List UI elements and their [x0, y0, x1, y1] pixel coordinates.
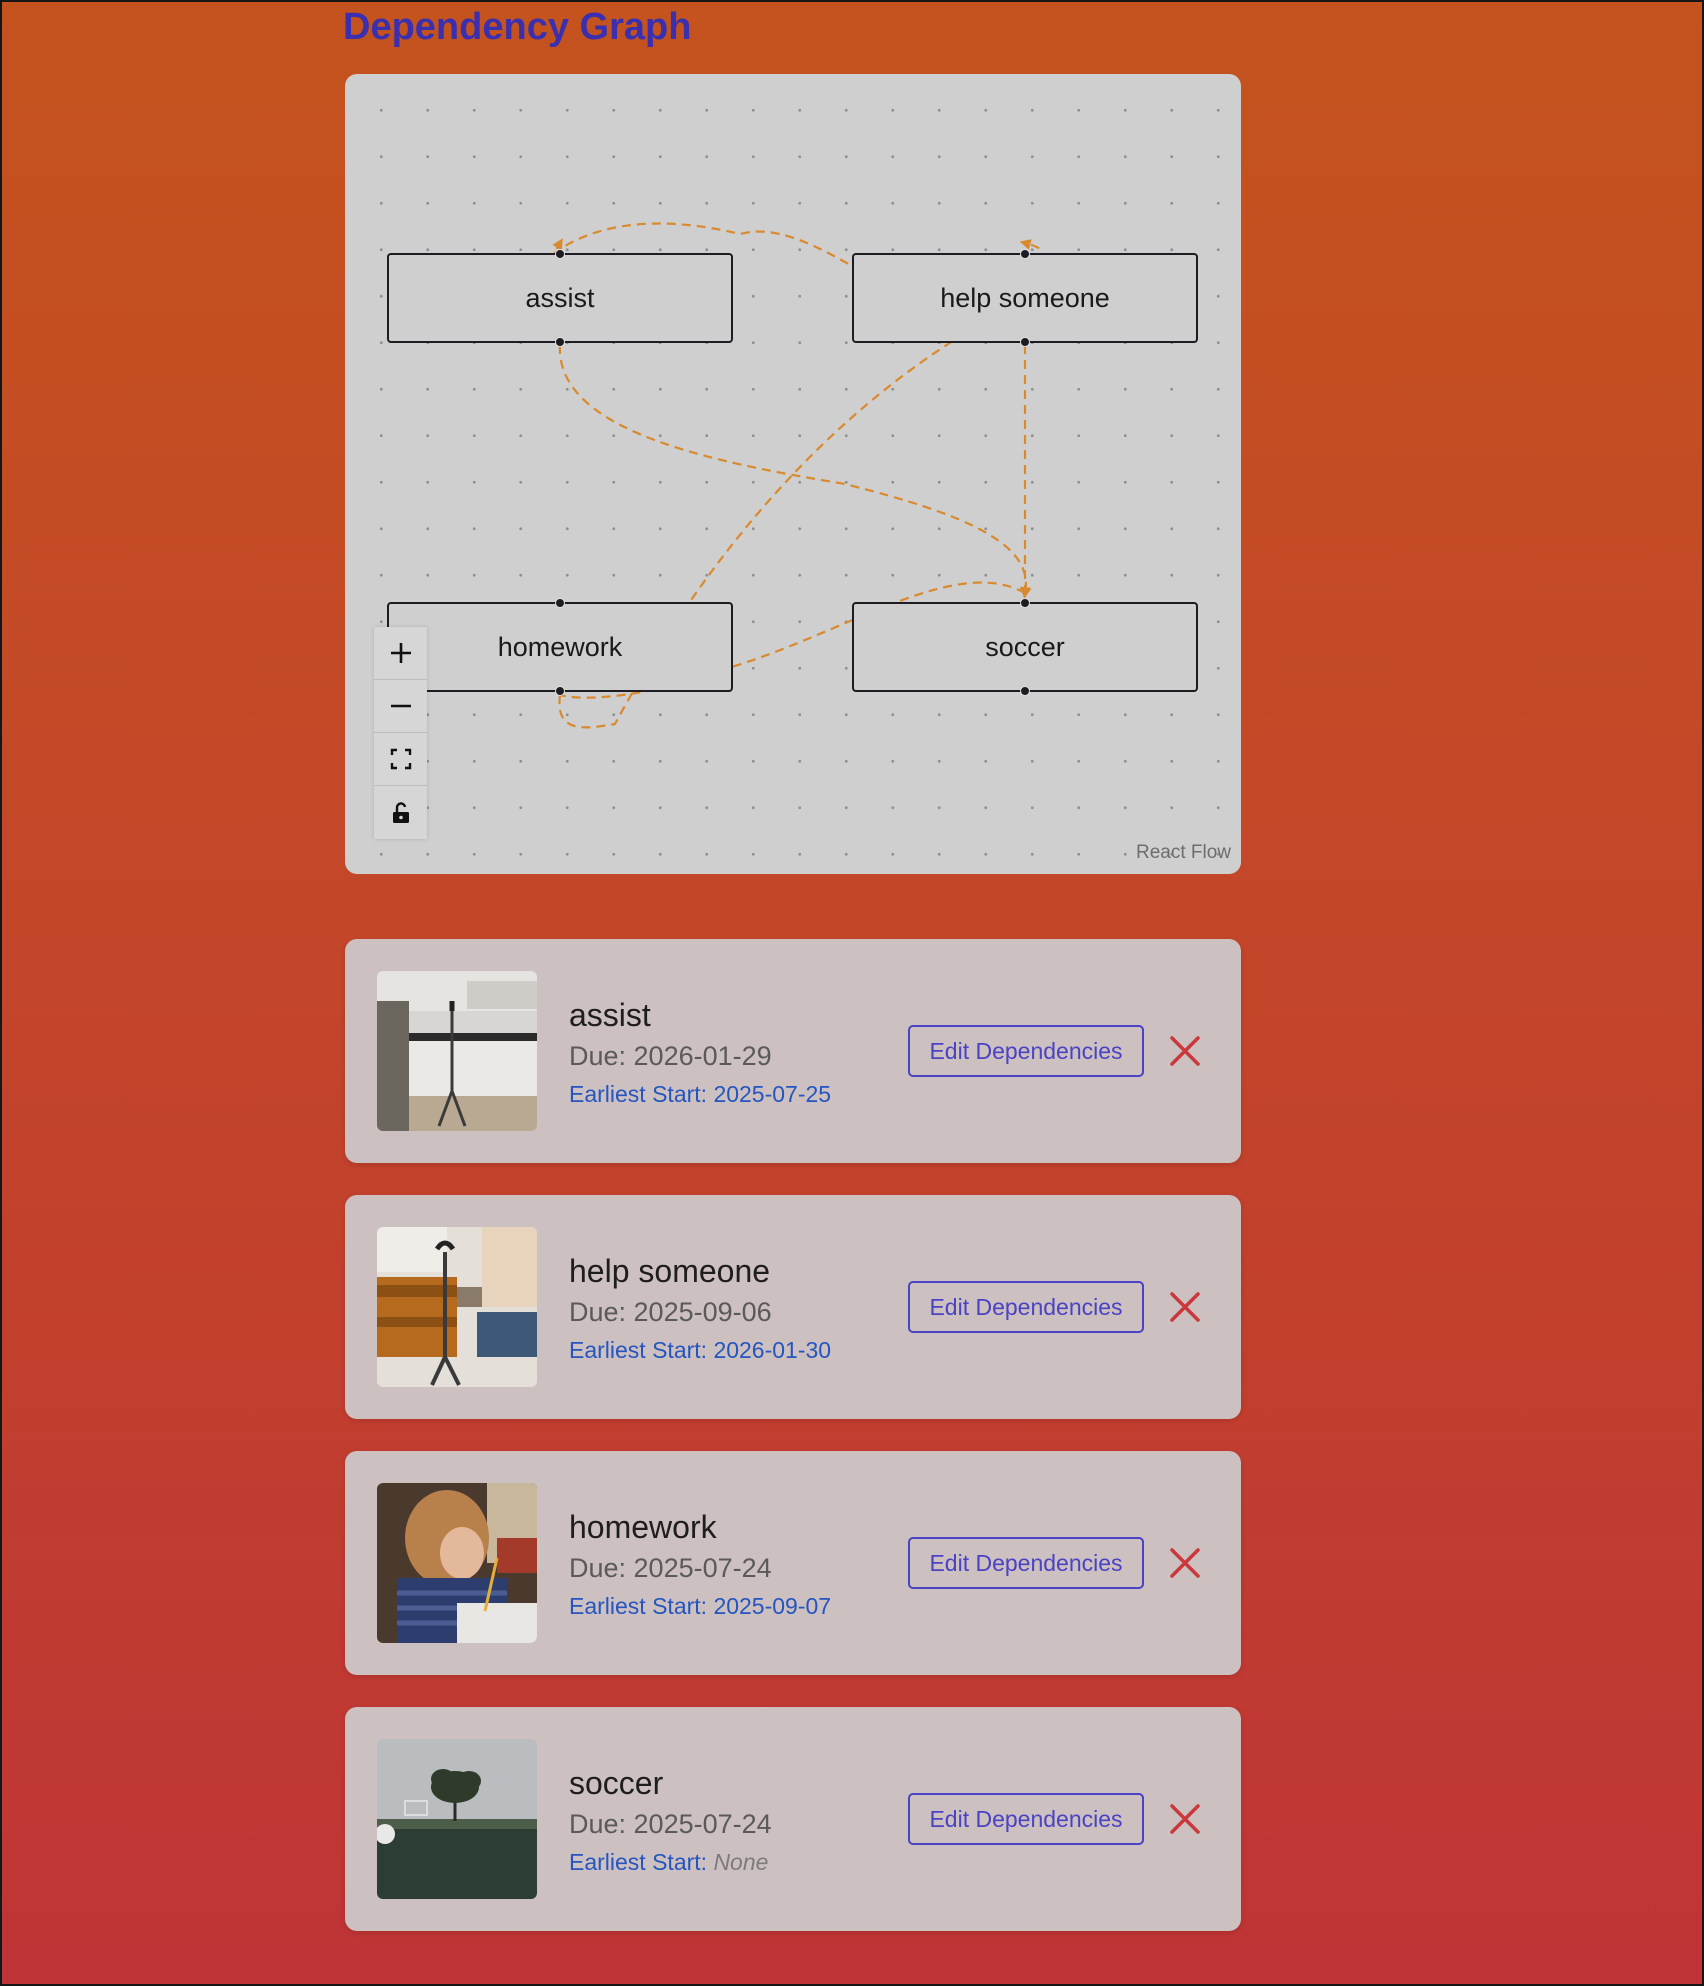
task-name: assist: [569, 997, 651, 1033]
close-icon: [1170, 1292, 1200, 1322]
toggle-interactivity-button[interactable]: [374, 786, 427, 839]
delete-task-button[interactable]: [1165, 1287, 1205, 1327]
task-name: soccer: [569, 1765, 664, 1801]
task-earliest-start: Earliest Start: 2026-01-30: [569, 1337, 831, 1364]
task-thumbnail: [377, 1739, 537, 1899]
earliest-start-label: Earliest Start:: [569, 1593, 714, 1619]
minus-icon: [390, 704, 411, 708]
task-name: homework: [569, 1509, 717, 1545]
dependency-graph-canvas[interactable]: assist help someone homework soccer: [345, 74, 1241, 874]
page-title: Dependency Graph: [343, 6, 692, 48]
edit-dependencies-button[interactable]: Edit Dependencies: [908, 1025, 1144, 1077]
node-source-handle[interactable]: [555, 337, 565, 347]
edit-dependencies-button[interactable]: Edit Dependencies: [908, 1281, 1144, 1333]
task-thumbnail: [377, 1227, 537, 1387]
earliest-start-label: Earliest Start:: [569, 1337, 714, 1363]
task-due-date: Due: 2026-01-29: [569, 1041, 772, 1071]
graph-node-label: help someone: [940, 282, 1110, 313]
delete-task-button[interactable]: [1165, 1543, 1205, 1583]
node-target-handle[interactable]: [555, 598, 565, 608]
node-source-handle[interactable]: [555, 686, 565, 696]
node-target-handle[interactable]: [1020, 598, 1030, 608]
edge-soccer-to-homework[interactable]: [559, 581, 1026, 699]
graph-node-label: assist: [525, 282, 595, 313]
graph-node-help-someone[interactable]: help someone: [852, 249, 1198, 347]
node-target-handle[interactable]: [1020, 249, 1030, 259]
fit-view-icon: [390, 748, 411, 770]
node-source-handle[interactable]: [1020, 337, 1030, 347]
task-earliest-start: Earliest Start: None: [569, 1849, 768, 1876]
delete-task-button[interactable]: [1165, 1799, 1205, 1839]
task-due-date: Due: 2025-07-24: [569, 1809, 772, 1839]
fit-view-button[interactable]: [374, 733, 427, 786]
unlock-icon: [392, 801, 409, 823]
plus-icon: [390, 643, 411, 663]
graph-node-homework[interactable]: homework: [387, 598, 733, 696]
graph-controls: [374, 627, 427, 839]
close-icon: [1170, 1036, 1200, 1066]
node-source-handle[interactable]: [1020, 686, 1030, 696]
earliest-start-value: 2025-07-25: [713, 1081, 832, 1107]
task-earliest-start: Earliest Start: 2025-09-07: [569, 1593, 831, 1620]
close-icon: [1170, 1548, 1200, 1578]
react-flow-attribution[interactable]: React Flow: [1135, 842, 1231, 863]
task-card-help-someone: help someone Due: 2025-09-06 Earliest St…: [345, 1195, 1241, 1419]
edge-assist-to-soccer[interactable]: [558, 344, 1032, 599]
task-card-assist: assist Due: 2026-01-29 Earliest Start: 2…: [345, 939, 1241, 1163]
soccer-field-photo-icon: [377, 1739, 537, 1899]
cane-chair-photo-icon: [377, 1227, 537, 1387]
edit-dependencies-button[interactable]: Edit Dependencies: [908, 1537, 1144, 1589]
graph-node-assist[interactable]: assist: [387, 249, 733, 347]
edit-dependencies-button[interactable]: Edit Dependencies: [908, 1793, 1144, 1845]
task-name: help someone: [569, 1253, 771, 1289]
earliest-start-value: 2025-09-07: [713, 1593, 832, 1619]
earliest-start-value: 2026-01-30: [713, 1337, 832, 1363]
close-icon: [1170, 1804, 1200, 1834]
walker-kitchen-photo-icon: [377, 971, 537, 1131]
task-thumbnail: [377, 971, 537, 1131]
graph-node-label: homework: [497, 631, 623, 662]
graph-node-label: soccer: [985, 631, 1065, 662]
zoom-out-button[interactable]: [374, 680, 427, 733]
task-earliest-start: Earliest Start: 2025-07-25: [569, 1081, 831, 1108]
graph-edges: [552, 222, 1042, 729]
task-due-date: Due: 2025-09-06: [569, 1297, 772, 1327]
delete-task-button[interactable]: [1165, 1031, 1205, 1071]
task-card-homework: homework Due: 2025-07-24 Earliest Start:…: [345, 1451, 1241, 1675]
task-card-soccer: soccer Due: 2025-07-24 Earliest Start: N…: [345, 1707, 1241, 1931]
node-target-handle[interactable]: [555, 249, 565, 259]
earliest-start-value: None: [713, 1849, 769, 1875]
task-due-date: Due: 2025-07-24: [569, 1553, 772, 1583]
graph-node-soccer[interactable]: soccer: [852, 598, 1198, 696]
earliest-start-label: Earliest Start:: [569, 1849, 714, 1875]
earliest-start-label: Earliest Start:: [569, 1081, 714, 1107]
task-thumbnail: [377, 1483, 537, 1643]
zoom-in-button[interactable]: [374, 627, 427, 680]
child-writing-photo-icon: [377, 1483, 537, 1643]
